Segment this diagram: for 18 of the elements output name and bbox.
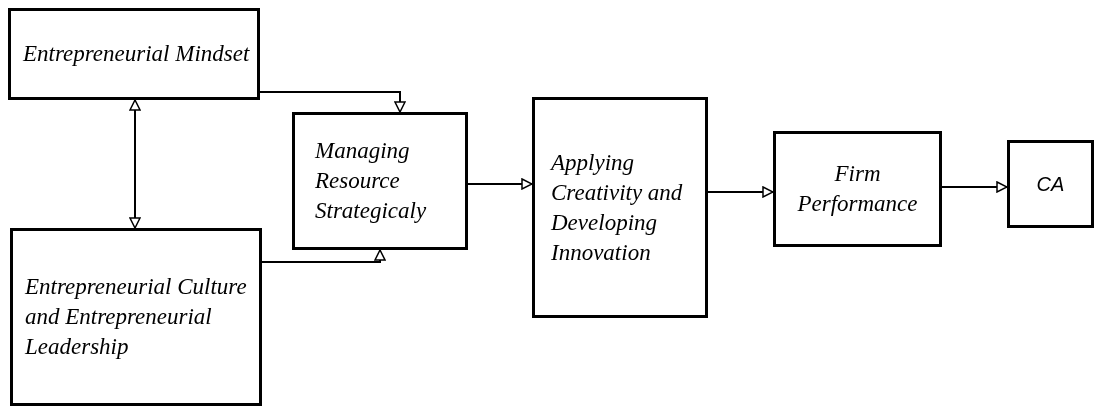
box-label: Firm Performance — [796, 160, 919, 218]
arrow — [259, 91, 406, 113]
arrow — [261, 249, 386, 263]
process-box — [8, 8, 260, 100]
process-box — [292, 112, 468, 250]
process-box — [1007, 140, 1094, 228]
arrow — [129, 99, 141, 229]
process-box — [10, 228, 262, 406]
box-label: Entrepreneurial Mindset — [23, 40, 250, 68]
box-label: Managing Resource Strategicaly — [315, 137, 428, 225]
box-label: CA — [1036, 172, 1065, 197]
box-label: Applying Creativity and Developing Innovation — [551, 148, 684, 267]
arrow — [467, 178, 533, 190]
box-label: Entrepreneurial Culture and Entrepreneurial Leadership — [25, 273, 248, 361]
process-box — [532, 97, 708, 318]
arrow — [707, 186, 774, 198]
process-box — [773, 131, 942, 247]
arrow — [941, 181, 1008, 193]
